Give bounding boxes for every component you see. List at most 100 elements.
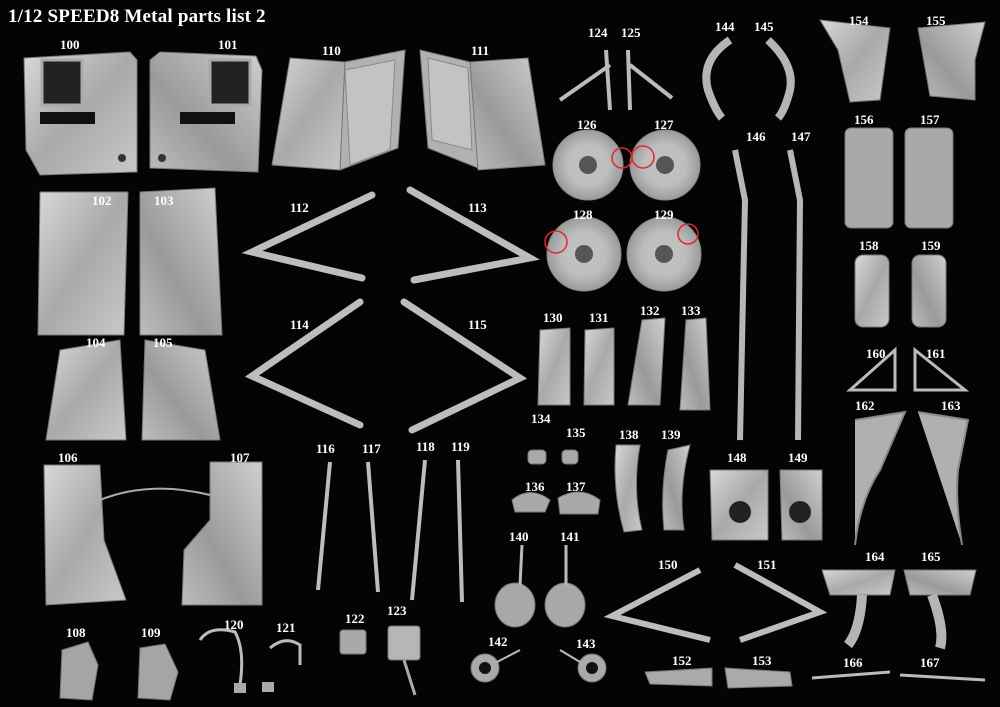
part-label-154: 154 — [849, 13, 869, 28]
part-label-128: 128 — [573, 207, 593, 222]
part-159 — [911, 254, 947, 328]
brake-discs — [544, 129, 702, 292]
part-label-119: 119 — [451, 439, 470, 454]
part-110 — [271, 49, 406, 171]
part-103 — [139, 187, 223, 336]
part-155 — [917, 21, 986, 101]
part-label-135: 135 — [566, 425, 586, 440]
part-148 — [709, 469, 769, 541]
part-130 — [537, 327, 571, 406]
part-144 — [702, 36, 733, 121]
part-105 — [141, 339, 221, 441]
part-131 — [583, 327, 615, 406]
part-label-127: 127 — [654, 117, 674, 132]
part-163 — [917, 411, 970, 546]
part-116 — [316, 461, 332, 591]
part-158 — [854, 254, 890, 328]
rods — [316, 459, 464, 603]
part-label-139: 139 — [661, 427, 681, 442]
part-label-158: 158 — [859, 238, 879, 253]
part-label-156: 156 — [854, 112, 874, 127]
part-label-129: 129 — [654, 207, 674, 222]
part-label-104: 104 — [86, 335, 106, 350]
part-label-148: 148 — [727, 450, 747, 465]
part-label-144: 144 — [715, 19, 735, 34]
part-135 — [561, 449, 579, 465]
part-label-103: 103 — [154, 193, 174, 208]
part-102 — [37, 191, 129, 336]
part-label-125: 125 — [621, 25, 641, 40]
part-label-145: 145 — [754, 19, 774, 34]
part-label-134: 134 — [531, 411, 551, 426]
part-label-122: 122 — [345, 611, 365, 626]
part-143 — [559, 649, 607, 683]
part-147 — [787, 149, 804, 441]
part-145 — [765, 37, 795, 121]
small-castings — [511, 449, 601, 515]
part-111 — [419, 49, 546, 171]
part-label-115: 115 — [468, 317, 487, 332]
part-119 — [456, 459, 464, 603]
part-150 — [603, 567, 711, 643]
part-123 — [387, 625, 421, 696]
part-149 — [779, 469, 823, 541]
part-label-164: 164 — [865, 549, 885, 564]
part-157 — [904, 127, 954, 229]
part-121 — [269, 639, 302, 665]
part-label-121: 121 — [276, 620, 296, 635]
part-160 — [846, 346, 897, 392]
part-label-160: 160 — [866, 346, 886, 361]
part-label-165: 165 — [921, 549, 941, 564]
part-113 — [406, 186, 541, 284]
part-108 — [59, 641, 99, 701]
part-label-151: 151 — [757, 557, 777, 572]
part-label-110: 110 — [322, 43, 341, 58]
part-label-162: 162 — [855, 398, 875, 413]
part-132 — [627, 317, 666, 406]
part-label-126: 126 — [577, 117, 597, 132]
part-109 — [137, 643, 179, 701]
part-label-136: 136 — [525, 479, 545, 494]
part-label-132: 132 — [640, 303, 660, 318]
part-137 — [557, 491, 601, 515]
part-146 — [732, 149, 749, 441]
part-label-149: 149 — [788, 450, 808, 465]
part-133 — [679, 317, 711, 411]
part-122 — [339, 629, 367, 655]
part-label-102: 102 — [92, 193, 112, 208]
red-marker-circles — [544, 145, 699, 254]
part-156 — [844, 127, 894, 229]
part-161 — [913, 346, 970, 392]
part-label-111: 111 — [471, 43, 490, 58]
part-label-116: 116 — [316, 441, 335, 456]
part-label-100: 100 — [60, 37, 80, 52]
part-label-113: 113 — [468, 200, 487, 215]
part-101 — [149, 51, 263, 173]
part-125 — [626, 49, 674, 111]
part-label-166: 166 — [843, 655, 863, 670]
part-label-157: 157 — [920, 112, 940, 127]
part-140 — [494, 544, 536, 628]
part-100 — [23, 51, 138, 176]
part-label-152: 152 — [672, 653, 692, 668]
part-label-124: 124 — [588, 25, 608, 40]
part-label-114: 114 — [290, 317, 309, 332]
page-title: 1/12 SPEED8 Metal parts list 2 — [8, 6, 266, 27]
part-label-108: 108 — [66, 625, 86, 640]
part-134 — [527, 449, 547, 465]
part-label-147: 147 — [791, 129, 811, 144]
a-arms — [241, 186, 541, 434]
part-118 — [410, 459, 427, 601]
part-label-107: 107 — [230, 450, 250, 465]
part-136 — [511, 492, 551, 513]
part-label-167: 167 — [920, 655, 940, 670]
part-152 — [644, 667, 713, 687]
part-label-131: 131 — [589, 310, 609, 325]
part-label-153: 153 — [752, 653, 772, 668]
part-label-133: 133 — [681, 303, 701, 318]
part-138 — [614, 444, 643, 533]
part-164 — [821, 569, 896, 649]
part-label-106: 106 — [58, 450, 78, 465]
